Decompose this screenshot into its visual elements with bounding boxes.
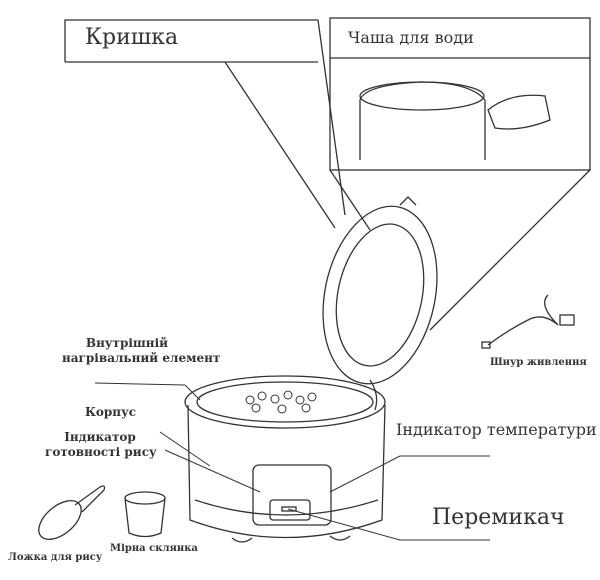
label-heating-element-line1: Внутрішній — [85, 336, 169, 350]
steam-holes — [245, 390, 317, 414]
cooker-body — [184, 375, 386, 543]
label-measuring-cup: Мірна склянка — [110, 543, 198, 554]
power-cord-drawing — [481, 294, 575, 349]
lid-callout-box — [64, 19, 346, 229]
control-panel — [252, 464, 332, 526]
water-bowl-callout-box — [329, 17, 591, 331]
leader-lines — [94, 382, 490, 541]
switch-drawing — [269, 499, 311, 521]
rice-spoon-drawing — [38, 485, 106, 540]
label-temperature-indicator: Індикатор температури — [396, 420, 597, 439]
label-switch: Перемикач — [432, 505, 565, 530]
measuring-cup-drawing — [124, 491, 166, 538]
label-body: Корпус — [85, 405, 137, 419]
label-power-cord: Шнур живлення — [490, 357, 587, 368]
label-rice-ready-indicator: Індикатор готовності рису — [45, 430, 157, 460]
label-heating-element-line2: нагрівальний елемент — [62, 351, 221, 365]
label-rice-spoon: Ложка для рису — [8, 552, 103, 563]
open-lid — [322, 196, 438, 411]
label-heating-element: Внутрішній нагрівальний елемент — [62, 336, 221, 366]
label-lid: Кришка — [85, 25, 179, 50]
label-rice-ready-line2: готовності рису — [45, 445, 157, 459]
label-rice-ready-line1: Індикатор — [64, 430, 136, 444]
label-water-bowl: Чаша для води — [348, 28, 474, 47]
